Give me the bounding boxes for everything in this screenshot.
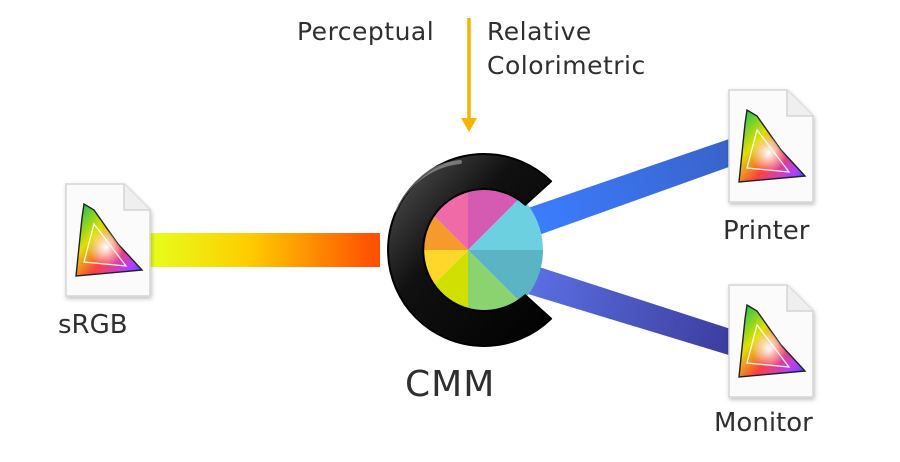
intent-arrow — [461, 18, 477, 132]
wheel-segment — [468, 197, 543, 250]
intent-label-relative: Relative — [487, 17, 592, 46]
printer-profile-label: Printer — [723, 216, 810, 246]
source-connection-bar — [150, 233, 380, 267]
cmm-label: CMM — [405, 364, 496, 405]
monitor-profile-label: Monitor — [714, 408, 813, 438]
cmm-ring-highlight — [393, 160, 462, 212]
source-profile-label: sRGB — [58, 310, 128, 340]
wheel-segment — [468, 250, 543, 303]
monitor-connection-bar — [528, 266, 740, 356]
cmm-c-ring — [387, 153, 553, 347]
intent-label-colorimetric: Colorimetric — [487, 51, 646, 80]
intent-label-perceptual: Perceptual — [297, 17, 435, 46]
printer-connection-bar — [528, 138, 740, 236]
srgb-profile-icon — [65, 183, 151, 297]
printer-profile-icon — [728, 89, 814, 203]
monitor-profile-icon — [728, 284, 814, 398]
